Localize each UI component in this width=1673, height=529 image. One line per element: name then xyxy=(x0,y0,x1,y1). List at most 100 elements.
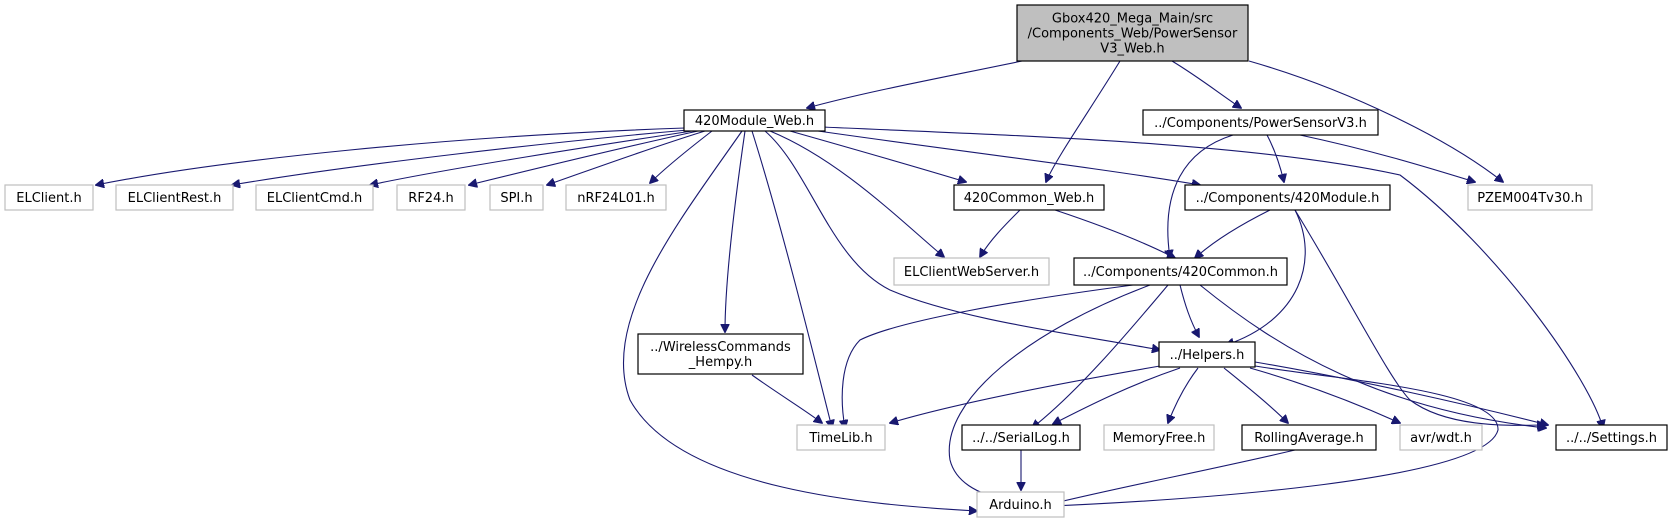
edge-rolling-to-arduino xyxy=(1055,449,1296,503)
dependency-edges xyxy=(96,60,1603,511)
edge-module-web-to-spi xyxy=(547,130,706,185)
edge-module-web-to-elclientrest xyxy=(232,129,689,185)
node-label: RollingAverage.h xyxy=(1254,431,1363,446)
node-elclientcmd[interactable]: ELClientCmd.h xyxy=(255,184,374,211)
node-helpers[interactable]: ../Helpers.h xyxy=(1158,341,1256,368)
node-box xyxy=(565,184,667,211)
edge-common-to-settings xyxy=(1199,284,1546,428)
edge-common-to-arduino xyxy=(948,284,1151,500)
node-box xyxy=(1016,4,1249,62)
node-module[interactable]: ../Components/420Module.h xyxy=(1184,184,1391,211)
edge-common-to-seriallog xyxy=(1032,284,1169,428)
edge-helpers-to-rolling xyxy=(1223,367,1288,423)
node-label: SPI.h xyxy=(500,191,532,206)
edge-root-to-pzem xyxy=(1248,60,1503,182)
edge-module-web-to-helpers xyxy=(764,130,1160,350)
edge-helpers-to-settings xyxy=(1254,361,1548,425)
node-box xyxy=(1158,341,1256,368)
node-label: ../../Settings.h xyxy=(1566,431,1657,446)
edge-helpers-to-memfree xyxy=(1168,367,1199,423)
node-label: ELClientRest.h xyxy=(128,191,222,206)
node-module-web[interactable]: 420Module_Web.h xyxy=(683,109,826,132)
node-box xyxy=(976,491,1065,518)
edge-module-web-to-elclient xyxy=(96,127,686,185)
edge-module-web-to-wireless xyxy=(725,130,746,332)
node-settings[interactable]: ../../Settings.h xyxy=(1555,424,1668,451)
node-box xyxy=(796,424,886,451)
edge-root-to-power-sensor xyxy=(1171,60,1241,108)
node-label: 420Module_Web.h xyxy=(695,114,814,129)
node-webserver[interactable]: ELClientWebServer.h xyxy=(893,257,1050,286)
file-nodes: Gbox420_Mega_Main/src/Components_Web/Pow… xyxy=(4,4,1668,518)
node-label: RF24.h xyxy=(408,191,453,206)
node-power-sensor[interactable]: ../Components/PowerSensorV3.h xyxy=(1142,109,1379,136)
node-memfree[interactable]: MemoryFree.h xyxy=(1103,424,1215,451)
node-nrf24[interactable]: nRF24L01.h xyxy=(565,184,667,211)
node-label: Arduino.h xyxy=(989,498,1051,513)
node-box xyxy=(1073,257,1288,286)
node-box xyxy=(489,184,544,211)
node-wireless[interactable]: ../WirelessCommands_Hempy.h xyxy=(637,333,804,375)
node-label: nRF24L01.h xyxy=(577,191,654,206)
node-box xyxy=(115,184,234,211)
edge-common-to-timelib xyxy=(842,284,1134,428)
node-spi[interactable]: SPI.h xyxy=(489,184,544,211)
node-label: ../Components/420Module.h xyxy=(1196,191,1380,206)
edge-module-web-to-timelib xyxy=(751,130,832,428)
node-label: Gbox420_Mega_Main/src xyxy=(1052,12,1213,27)
edge-module-web-to-nrf24 xyxy=(650,130,713,183)
edge-module-web-to-settings xyxy=(821,126,1603,428)
edge-module-to-helpers xyxy=(1226,209,1306,345)
node-timelib[interactable]: TimeLib.h xyxy=(796,424,886,451)
edge-common-web-to-webserver xyxy=(980,209,1021,257)
edge-module-to-settings xyxy=(1294,209,1545,425)
node-rolling[interactable]: RollingAverage.h xyxy=(1241,424,1377,451)
node-box xyxy=(637,333,804,375)
edge-wireless-to-timelib xyxy=(751,374,822,423)
node-label: ../WirelessCommands xyxy=(650,340,791,355)
node-root[interactable]: Gbox420_Mega_Main/src/Components_Web/Pow… xyxy=(1016,4,1249,62)
edge-module-web-to-arduino xyxy=(623,130,977,511)
node-label: ../Components/PowerSensorV3.h xyxy=(1154,116,1367,131)
node-label: /Components_Web/PowerSensor xyxy=(1028,27,1238,42)
node-box xyxy=(1241,424,1377,451)
node-box xyxy=(893,257,1050,286)
node-arduino[interactable]: Arduino.h xyxy=(976,491,1065,518)
edge-helpers-to-timelib xyxy=(890,365,1161,423)
edge-common-web-to-common xyxy=(1054,209,1175,258)
edge-module-web-to-rf24 xyxy=(469,130,699,185)
node-label: 420Common_Web.h xyxy=(964,191,1095,206)
edge-common-to-helpers xyxy=(1179,284,1199,337)
edge-module-web-to-common-web xyxy=(789,130,966,182)
node-elclient[interactable]: ELClient.h xyxy=(4,184,94,211)
node-box xyxy=(683,109,826,132)
node-seriallog[interactable]: ../../SerialLog.h xyxy=(961,424,1081,451)
node-common[interactable]: ../Components/420Common.h xyxy=(1073,257,1288,286)
node-box xyxy=(1142,109,1379,136)
edge-module-web-to-webserver xyxy=(769,130,944,257)
node-box xyxy=(4,184,94,211)
node-label: ELClient.h xyxy=(16,191,81,206)
edge-root-to-module-web xyxy=(807,60,1023,108)
node-box xyxy=(396,184,466,211)
node-rf24[interactable]: RF24.h xyxy=(396,184,466,211)
node-box xyxy=(1555,424,1668,451)
edge-helpers-to-seriallog xyxy=(1053,367,1181,424)
node-label: ELClientCmd.h xyxy=(267,191,362,206)
node-label: ../Components/420Common.h xyxy=(1083,265,1278,280)
node-box xyxy=(953,184,1105,211)
node-common-web[interactable]: 420Common_Web.h xyxy=(953,184,1105,211)
node-label: ELClientWebServer.h xyxy=(904,265,1039,280)
node-label: ../Helpers.h xyxy=(1170,348,1245,363)
edge-module-web-to-module xyxy=(817,130,1200,185)
edge-module-to-common xyxy=(1195,209,1271,258)
node-box xyxy=(1399,424,1483,451)
node-pzem[interactable]: PZEM004Tv30.h xyxy=(1467,184,1593,211)
node-wdt[interactable]: avr/wdt.h xyxy=(1399,424,1483,451)
node-label: PZEM004Tv30.h xyxy=(1477,191,1583,206)
edge-module-web-to-elclientcmd xyxy=(370,130,693,185)
node-box xyxy=(255,184,374,211)
node-box xyxy=(961,424,1081,451)
node-elclientrest[interactable]: ELClientRest.h xyxy=(115,184,234,211)
